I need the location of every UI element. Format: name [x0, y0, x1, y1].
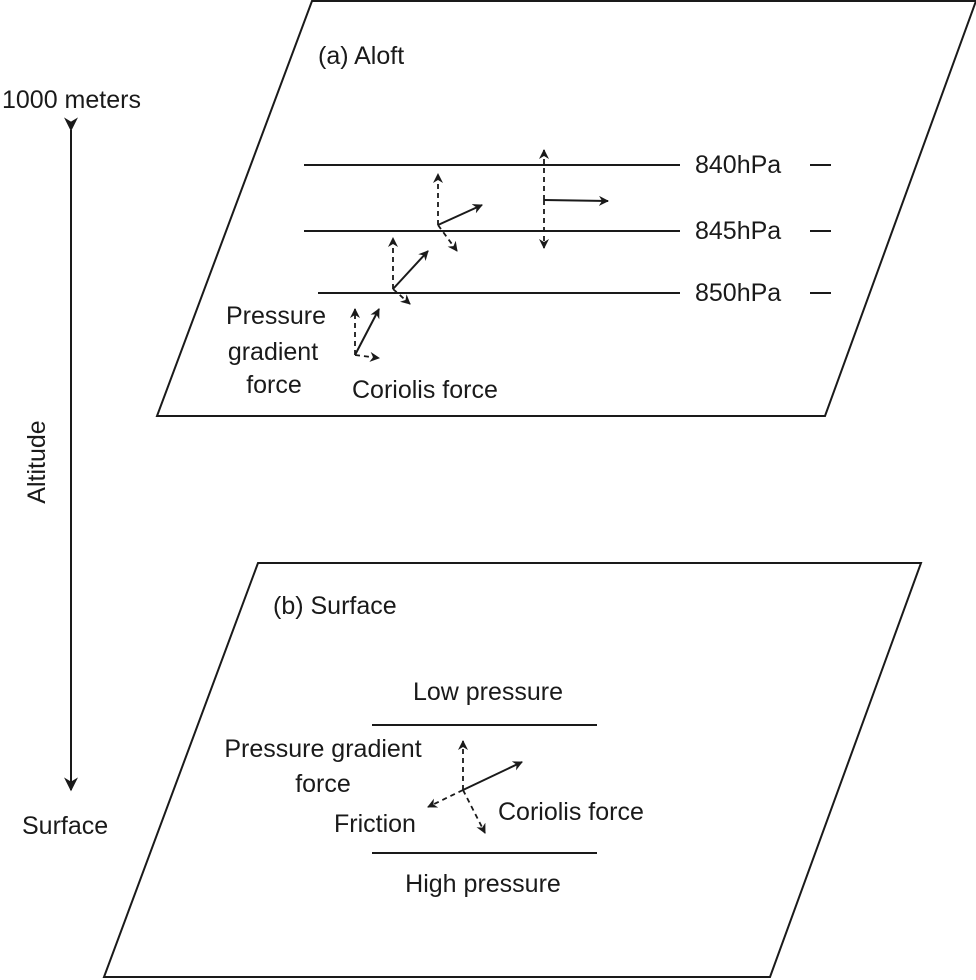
wind-arrow [354, 308, 380, 356]
vector-set-1 [350, 308, 380, 362]
altitude-bottom-label: Surface [22, 812, 108, 840]
surface-coriolis-arrow [462, 789, 486, 834]
surface-vector-set [427, 740, 523, 834]
isobar-label-845: 845hPa [695, 217, 781, 245]
friction-label: Friction [334, 810, 416, 838]
surface-coriolis-label: Coriolis force [498, 798, 644, 826]
surface-plane [102, 562, 923, 978]
high-pressure-label: High pressure [405, 870, 561, 898]
vector-set-2 [388, 237, 429, 305]
aloft-coriolis-label: Coriolis force [352, 376, 498, 404]
wind-arrow [392, 250, 429, 290]
aloft-plane [155, 0, 976, 417]
low-pressure-label: Low pressure [413, 678, 563, 706]
aloft-pgf-label-line-2: gradient [228, 338, 318, 366]
geostrophic-wind-arrow [543, 195, 609, 206]
isobar-label-840: 840hPa [695, 151, 781, 179]
coriolis-arrow [354, 351, 380, 362]
aloft-panel: (a) Aloft 840hPa 845hPa 850hPa [155, 0, 976, 417]
surface-pgf-label-line-1: Pressure gradient [224, 735, 421, 763]
vector-set-4 [539, 149, 609, 249]
friction-arrow [427, 789, 464, 808]
wind-arrow [437, 204, 483, 226]
isobar-label-850: 850hPa [695, 279, 781, 307]
aloft-pgf-label-line-3: force [246, 371, 302, 399]
surface-pgf-label-line-2: force [295, 770, 351, 798]
surface-title: (b) Surface [273, 592, 397, 620]
aloft-title: (a) Aloft [318, 42, 404, 70]
altitude-axis-label: Altitude [23, 420, 51, 503]
coriolis-arrow [392, 288, 411, 305]
vector-set-3 [433, 173, 483, 252]
aloft-pgf-label-line-1: Pressure [226, 302, 326, 330]
surface-wind-arrow [462, 761, 523, 791]
altitude-top-label: 1000 meters [2, 86, 141, 114]
surface-panel: (b) Surface Low pressure High pressure P… [102, 562, 923, 978]
coriolis-arrow [437, 224, 458, 252]
